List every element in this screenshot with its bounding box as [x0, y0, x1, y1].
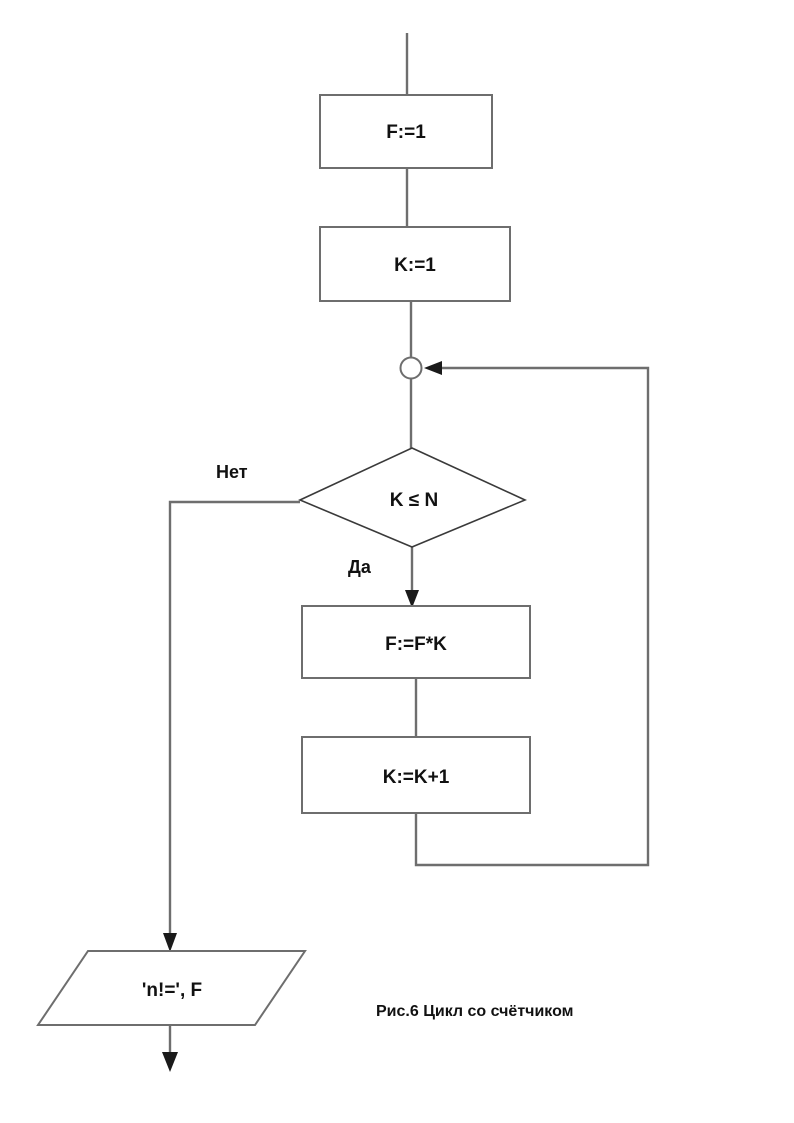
io-parallelogram-output[interactable] [36, 950, 307, 1026]
process-box-init-k[interactable] [319, 226, 511, 302]
arrow-head-exit [162, 1052, 178, 1072]
connector-layer [162, 33, 650, 1072]
node-multiply[interactable]: F:=F*K [301, 605, 531, 679]
node-label-condition: K ≤ N [390, 490, 438, 511]
node-label-init-k: K:=1 [394, 255, 436, 276]
arrow-head-loop-back [424, 361, 442, 375]
connector-decision-no [168, 500, 300, 943]
process-box-multiply[interactable] [301, 605, 531, 679]
node-label-output: 'n!=', F [142, 980, 202, 1001]
node-output[interactable]: 'n!=', F [36, 950, 307, 1026]
arrow-head-yes [405, 590, 419, 608]
decision-diamond-condition[interactable] [298, 447, 527, 548]
branch-label-no: Нет [216, 462, 248, 482]
branch-label-yes: Да [348, 557, 372, 577]
process-box-init-f[interactable] [319, 94, 493, 169]
process-box-increment[interactable] [301, 736, 531, 814]
node-init-k[interactable]: K:=1 [319, 226, 511, 302]
merge-connector-circle[interactable] [399, 356, 423, 380]
connector-loop-back [414, 366, 650, 867]
figure-caption: Рис.6 Цикл со счётчиком [376, 1003, 573, 1020]
node-condition[interactable]: K ≤ N [298, 447, 527, 548]
node-label-increment: K:=K+1 [383, 767, 450, 788]
arrow-head-no [163, 933, 177, 952]
node-label-init-f: F:=1 [386, 122, 426, 143]
node-increment[interactable]: K:=K+1 [301, 736, 531, 814]
node-label-multiply: F:=F*K [385, 634, 447, 655]
node-init-f[interactable]: F:=1 [319, 94, 493, 169]
